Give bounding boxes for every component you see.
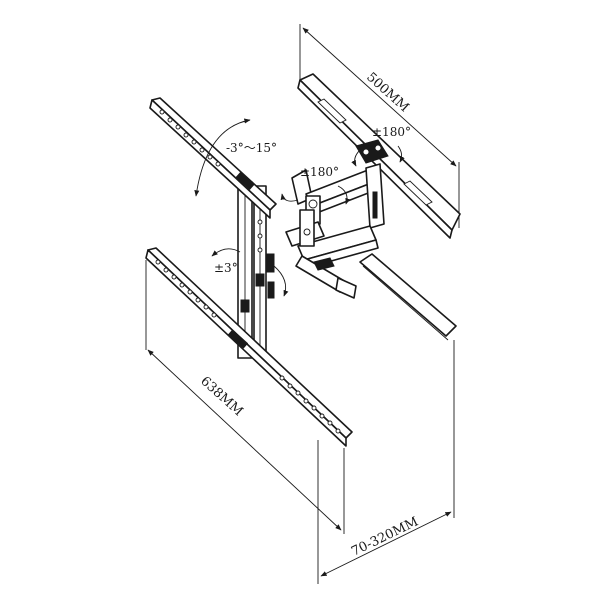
arm-swivel-label: ±180°	[300, 165, 339, 179]
rail-hole	[179, 282, 185, 288]
rail-hole	[311, 405, 317, 411]
rail-hole	[211, 312, 217, 318]
rail-hole	[155, 259, 161, 265]
arm-clamp	[313, 257, 335, 271]
wall-plate	[297, 73, 461, 239]
upper-tv-rail	[149, 97, 277, 219]
articulating-arms	[285, 163, 385, 299]
rotate-arrow-icon	[351, 149, 361, 167]
lower-rail	[359, 253, 457, 341]
bracket-lock	[255, 273, 265, 287]
rail-hole	[203, 304, 209, 310]
rail-hole	[303, 398, 309, 404]
tilt-range-label: -3°～15°	[226, 141, 277, 155]
level-knob	[265, 253, 275, 273]
rail-hole	[171, 274, 177, 280]
rail-hole	[287, 383, 293, 389]
rail-hole	[167, 117, 173, 123]
wall-swivel-indicator: ±180°	[351, 125, 411, 167]
wall-plate-slot	[403, 180, 433, 206]
rail-hole	[183, 132, 189, 138]
dimension-line	[320, 511, 452, 577]
wall-swivel-label: ±180°	[372, 125, 411, 139]
rail-clamp	[227, 329, 249, 349]
dimension-label-638mm: 638MM	[197, 374, 245, 420]
rail-hole	[215, 161, 221, 167]
hinge-post	[299, 209, 315, 247]
rail-hole	[195, 297, 201, 303]
joint-bolt	[308, 199, 318, 209]
rail-hole	[163, 267, 169, 273]
rotate-arrow-icon	[397, 145, 405, 163]
level-adjust-label: ±3°	[214, 261, 238, 275]
level-arrow-icon	[273, 265, 289, 297]
bracket-lock	[240, 299, 250, 313]
tilt-arrow-icon	[194, 118, 251, 197]
rail-end-cap	[335, 277, 357, 299]
tilt-indicator: -3°～15°	[194, 118, 277, 197]
bracket-hole	[257, 247, 263, 253]
wall-plate-slot	[317, 98, 347, 124]
rail-hole	[279, 375, 285, 381]
pivot-hole	[362, 148, 370, 156]
lower-rail-bar	[359, 253, 457, 337]
lower-rail-edge	[362, 265, 449, 341]
level-arrow-icon	[211, 248, 241, 257]
arm-swivel-indicator: ±180°	[280, 165, 351, 205]
pivot-hole	[374, 144, 382, 152]
dimension-70-320mm: 70-320MM	[317, 340, 455, 584]
level-knob	[267, 281, 275, 299]
dimension-label-70-320mm: 70-320MM	[349, 514, 421, 559]
level-indicator: ±3°	[211, 248, 289, 297]
rail-hole	[327, 420, 333, 426]
dimension-label-500mm: 500MM	[363, 70, 411, 116]
vertical-brackets	[237, 181, 275, 359]
rotate-arrow-icon	[337, 185, 351, 205]
rail-hole	[335, 428, 341, 434]
rail-hole	[319, 413, 325, 419]
bracket-hole	[257, 233, 263, 239]
dimension-line	[147, 349, 342, 531]
rail-hole	[207, 154, 213, 160]
bracket-hole	[257, 219, 263, 225]
rail-hole	[187, 289, 193, 295]
rotate-arrow-icon	[280, 193, 299, 202]
arm-column-slot	[372, 191, 378, 219]
rail-hole	[199, 147, 205, 153]
rail-hole	[295, 390, 301, 396]
rail-hole	[159, 109, 165, 115]
rail-hole	[175, 124, 181, 130]
dimension-line	[302, 27, 457, 167]
hinge-bolt	[303, 228, 311, 236]
rail-hole	[191, 139, 197, 145]
